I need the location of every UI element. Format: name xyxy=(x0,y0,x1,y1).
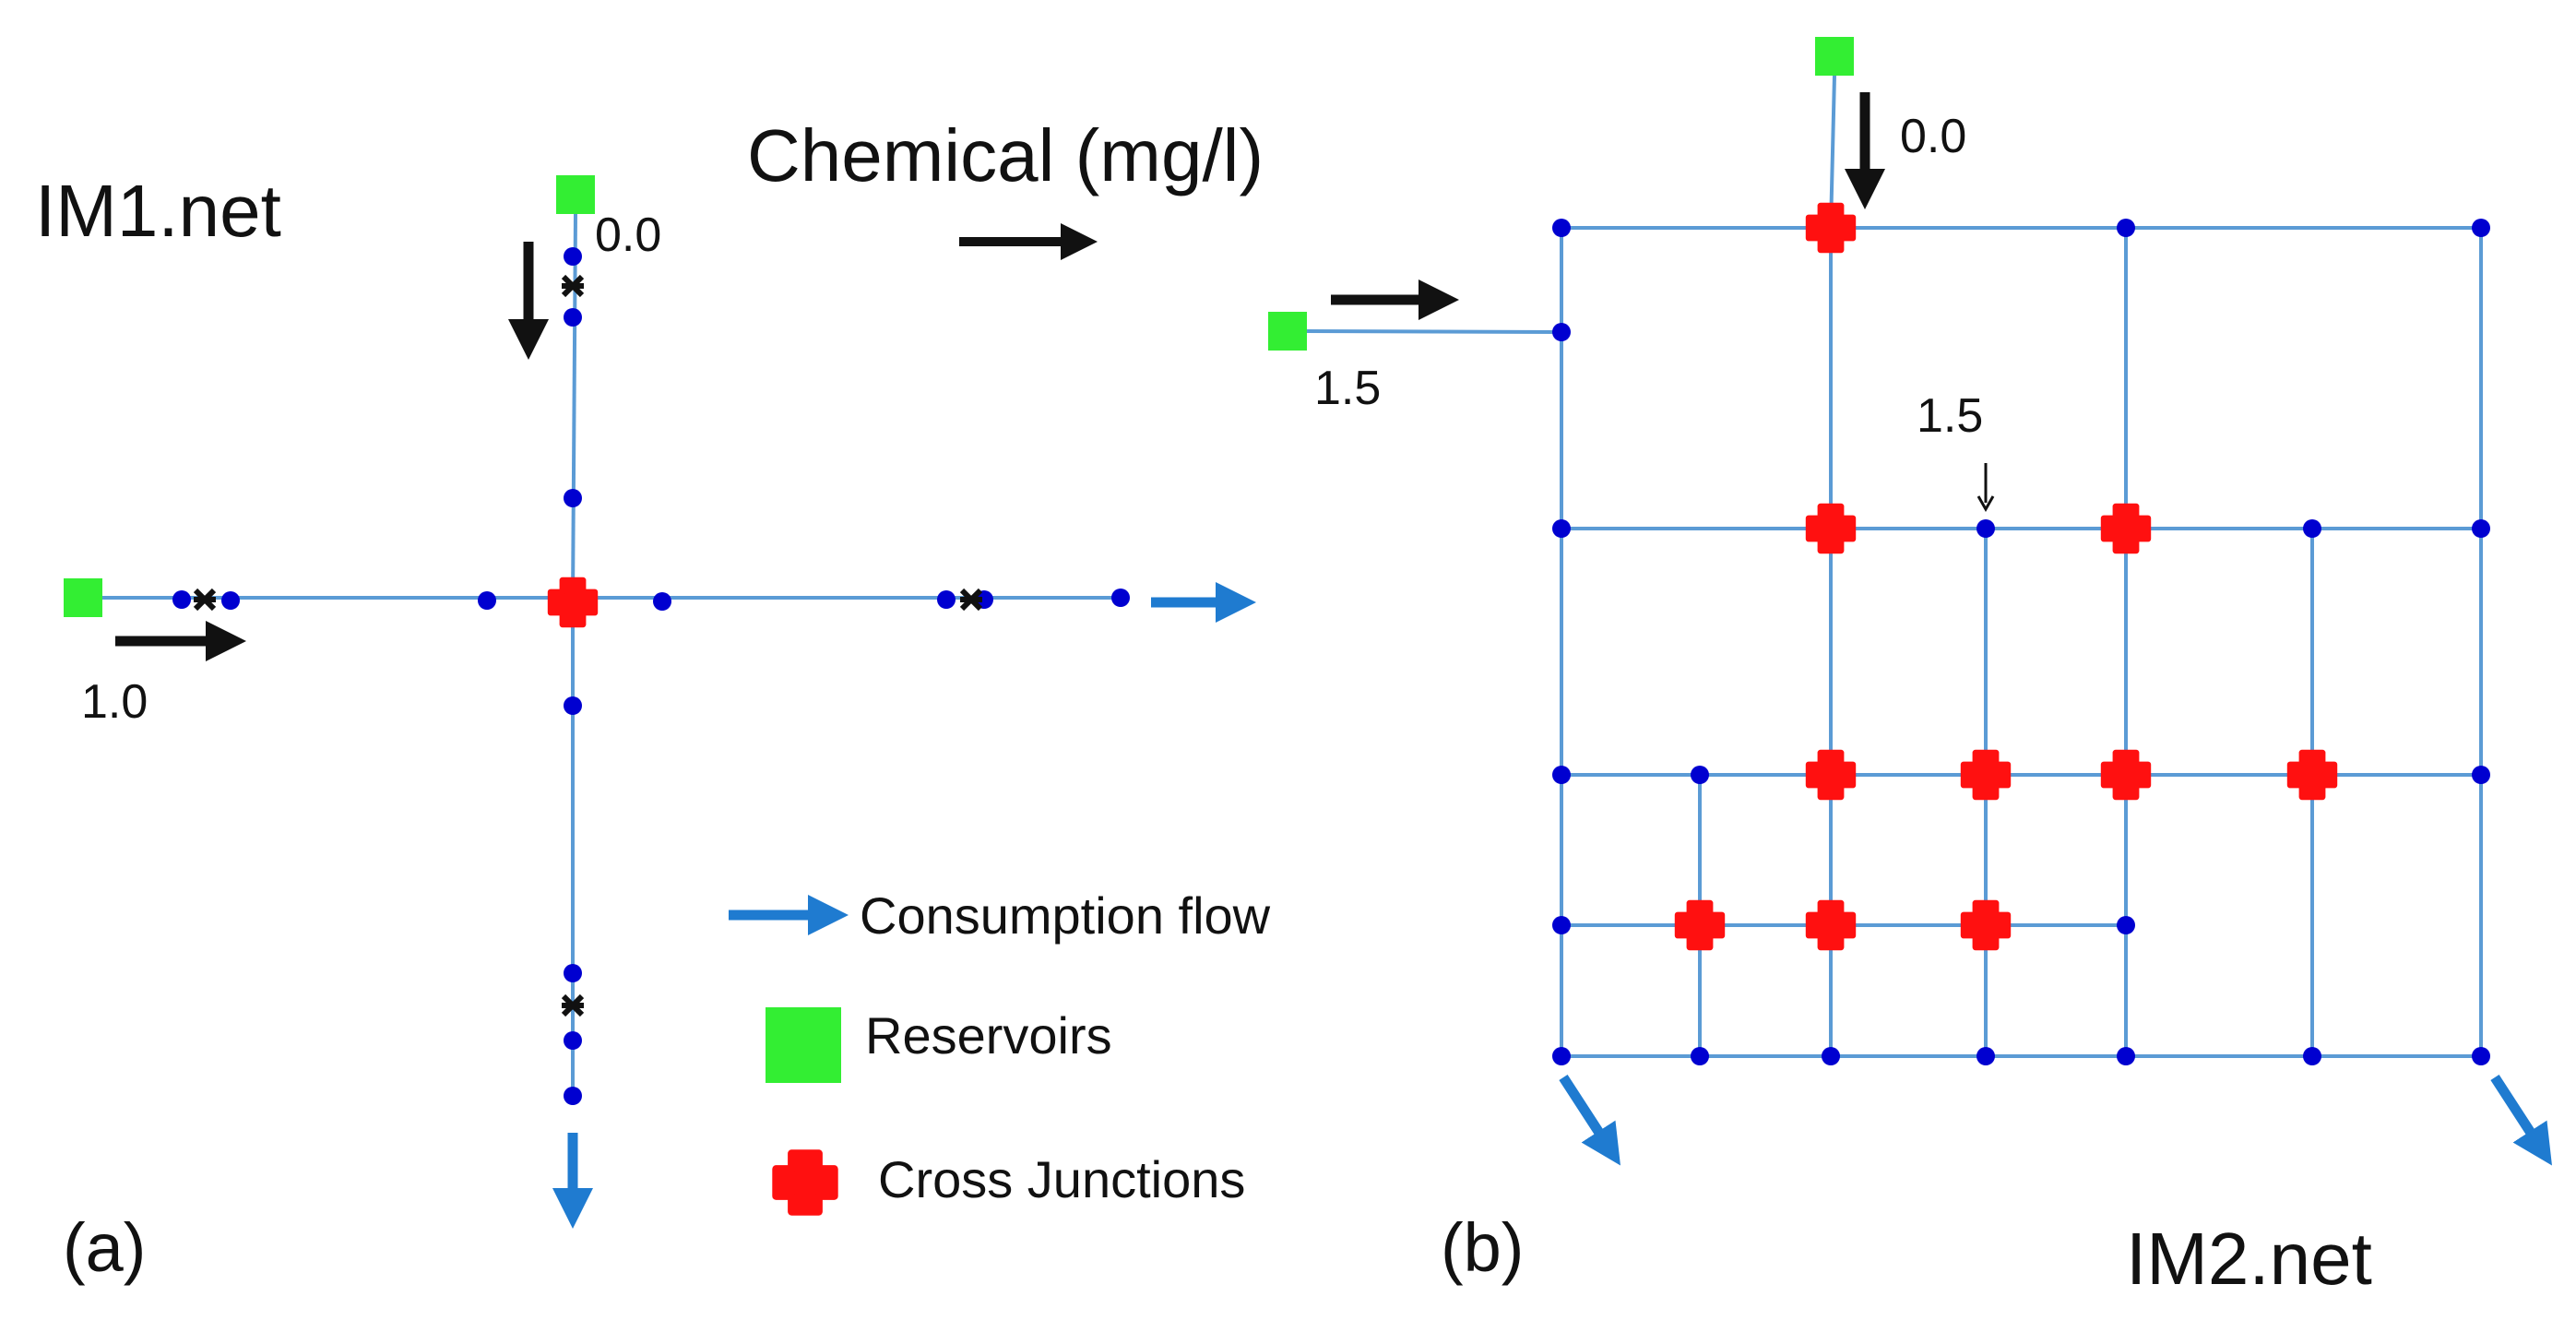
junction-node xyxy=(1691,766,1709,784)
junction-node xyxy=(2303,1047,2321,1065)
panel-b-reservoir-top-icon xyxy=(1815,37,1854,76)
junction-node xyxy=(1822,1047,1840,1065)
cross-junction-icon xyxy=(1805,749,1857,801)
junction-node xyxy=(221,591,240,610)
panel-a-reservoir-top-icon xyxy=(556,175,595,214)
junction-node xyxy=(1977,1047,1995,1065)
cross-junction-icon xyxy=(2100,749,2152,801)
cross-junction-icon xyxy=(2100,503,2152,554)
junction-node xyxy=(1552,519,1571,538)
panel-a-network-name: IM1.net xyxy=(35,170,281,252)
junction-node xyxy=(564,696,582,715)
junction-node xyxy=(2472,1047,2490,1065)
junction-node xyxy=(564,247,582,266)
junction-node xyxy=(1691,1047,1709,1065)
junction-node xyxy=(2472,519,2490,538)
junction-node xyxy=(2117,219,2135,237)
junction-node xyxy=(1552,1047,1571,1065)
junction-node xyxy=(2117,1047,2135,1065)
panel-b-consumption-right-arrow-icon xyxy=(2490,1075,2552,1166)
legend: Consumption flow Reservoirs Cross Juncti… xyxy=(729,886,1271,1216)
panel-b-nodes xyxy=(1552,202,2490,1065)
panel-a-pipes xyxy=(102,213,1121,1096)
cross-junction-icon xyxy=(1805,503,1857,554)
cross-junction-icon xyxy=(2286,749,2338,801)
junction-node xyxy=(172,590,191,609)
junction-node xyxy=(564,1087,582,1105)
junction-node xyxy=(1552,766,1571,784)
cross-junction-icon xyxy=(1674,899,1726,951)
cross-junction-icon xyxy=(1960,749,2012,801)
panel-a-reservoir-left-icon xyxy=(64,578,102,617)
pipe xyxy=(1306,329,1562,334)
legend-cross-junction-icon xyxy=(772,1149,838,1216)
legend-reservoir-icon xyxy=(766,1007,841,1083)
chemical-title: Chemical (mg/l) xyxy=(747,114,1264,196)
cross-junction-icon xyxy=(1805,202,1857,254)
junction-node xyxy=(1552,916,1571,934)
panel-a-inflow-left-value: 1.0 xyxy=(81,675,148,729)
panel-b-inflow-left-value: 1.5 xyxy=(1314,362,1381,415)
cross-junction-icon xyxy=(1960,899,2012,951)
panel-b-label: (b) xyxy=(1441,1209,1524,1286)
panel-b-inflow-top-value: 0.0 xyxy=(1900,110,1966,163)
panel-a-network: IM1.net (a) 0.0 1.0 xyxy=(35,170,1256,1286)
cross-junction-icon xyxy=(547,577,599,628)
junction-node xyxy=(564,1031,582,1050)
junction-node xyxy=(653,592,671,611)
panel-b-network: IM2.net (b) 0.0 1.5 1.5 xyxy=(1268,37,2552,1300)
legend-cross-junctions-label: Cross Junctions xyxy=(878,1150,1245,1208)
legend-consumption-label: Consumption flow xyxy=(860,886,1271,945)
panel-b-node-reading: 1.5 xyxy=(1917,389,1983,443)
junction-node xyxy=(937,590,956,609)
panel-a-label: (a) xyxy=(63,1209,146,1286)
panel-b-node-reading-pointer-head xyxy=(1977,495,1995,513)
cross-junction-icon xyxy=(1805,899,1857,951)
panel-b-reservoir-left-icon xyxy=(1268,312,1307,351)
panel-b-network-name: IM2.net xyxy=(2126,1218,2372,1300)
junction-node xyxy=(2472,219,2490,237)
junction-node xyxy=(2472,766,2490,784)
junction-node xyxy=(478,591,496,610)
panel-a-nodes xyxy=(172,247,1130,1105)
legend-reservoirs-label: Reservoirs xyxy=(865,1006,1112,1064)
panel-b-pipes xyxy=(1306,75,2483,1058)
junction-node xyxy=(564,308,582,327)
junction-node xyxy=(564,964,582,982)
junction-node xyxy=(564,489,582,507)
junction-node xyxy=(2117,916,2135,934)
junction-node xyxy=(2303,519,2321,538)
panel-a-inflow-top-value: 0.0 xyxy=(595,208,661,262)
pipe xyxy=(1829,75,1836,229)
panel-b-consumption-left-arrow-icon xyxy=(1559,1075,1620,1166)
pipe xyxy=(571,213,577,603)
junction-node xyxy=(1552,219,1571,237)
cross-junction-icon xyxy=(772,1149,838,1216)
junction-node xyxy=(1111,589,1130,607)
junction-node xyxy=(1977,519,1995,538)
junction-node xyxy=(1552,323,1571,341)
